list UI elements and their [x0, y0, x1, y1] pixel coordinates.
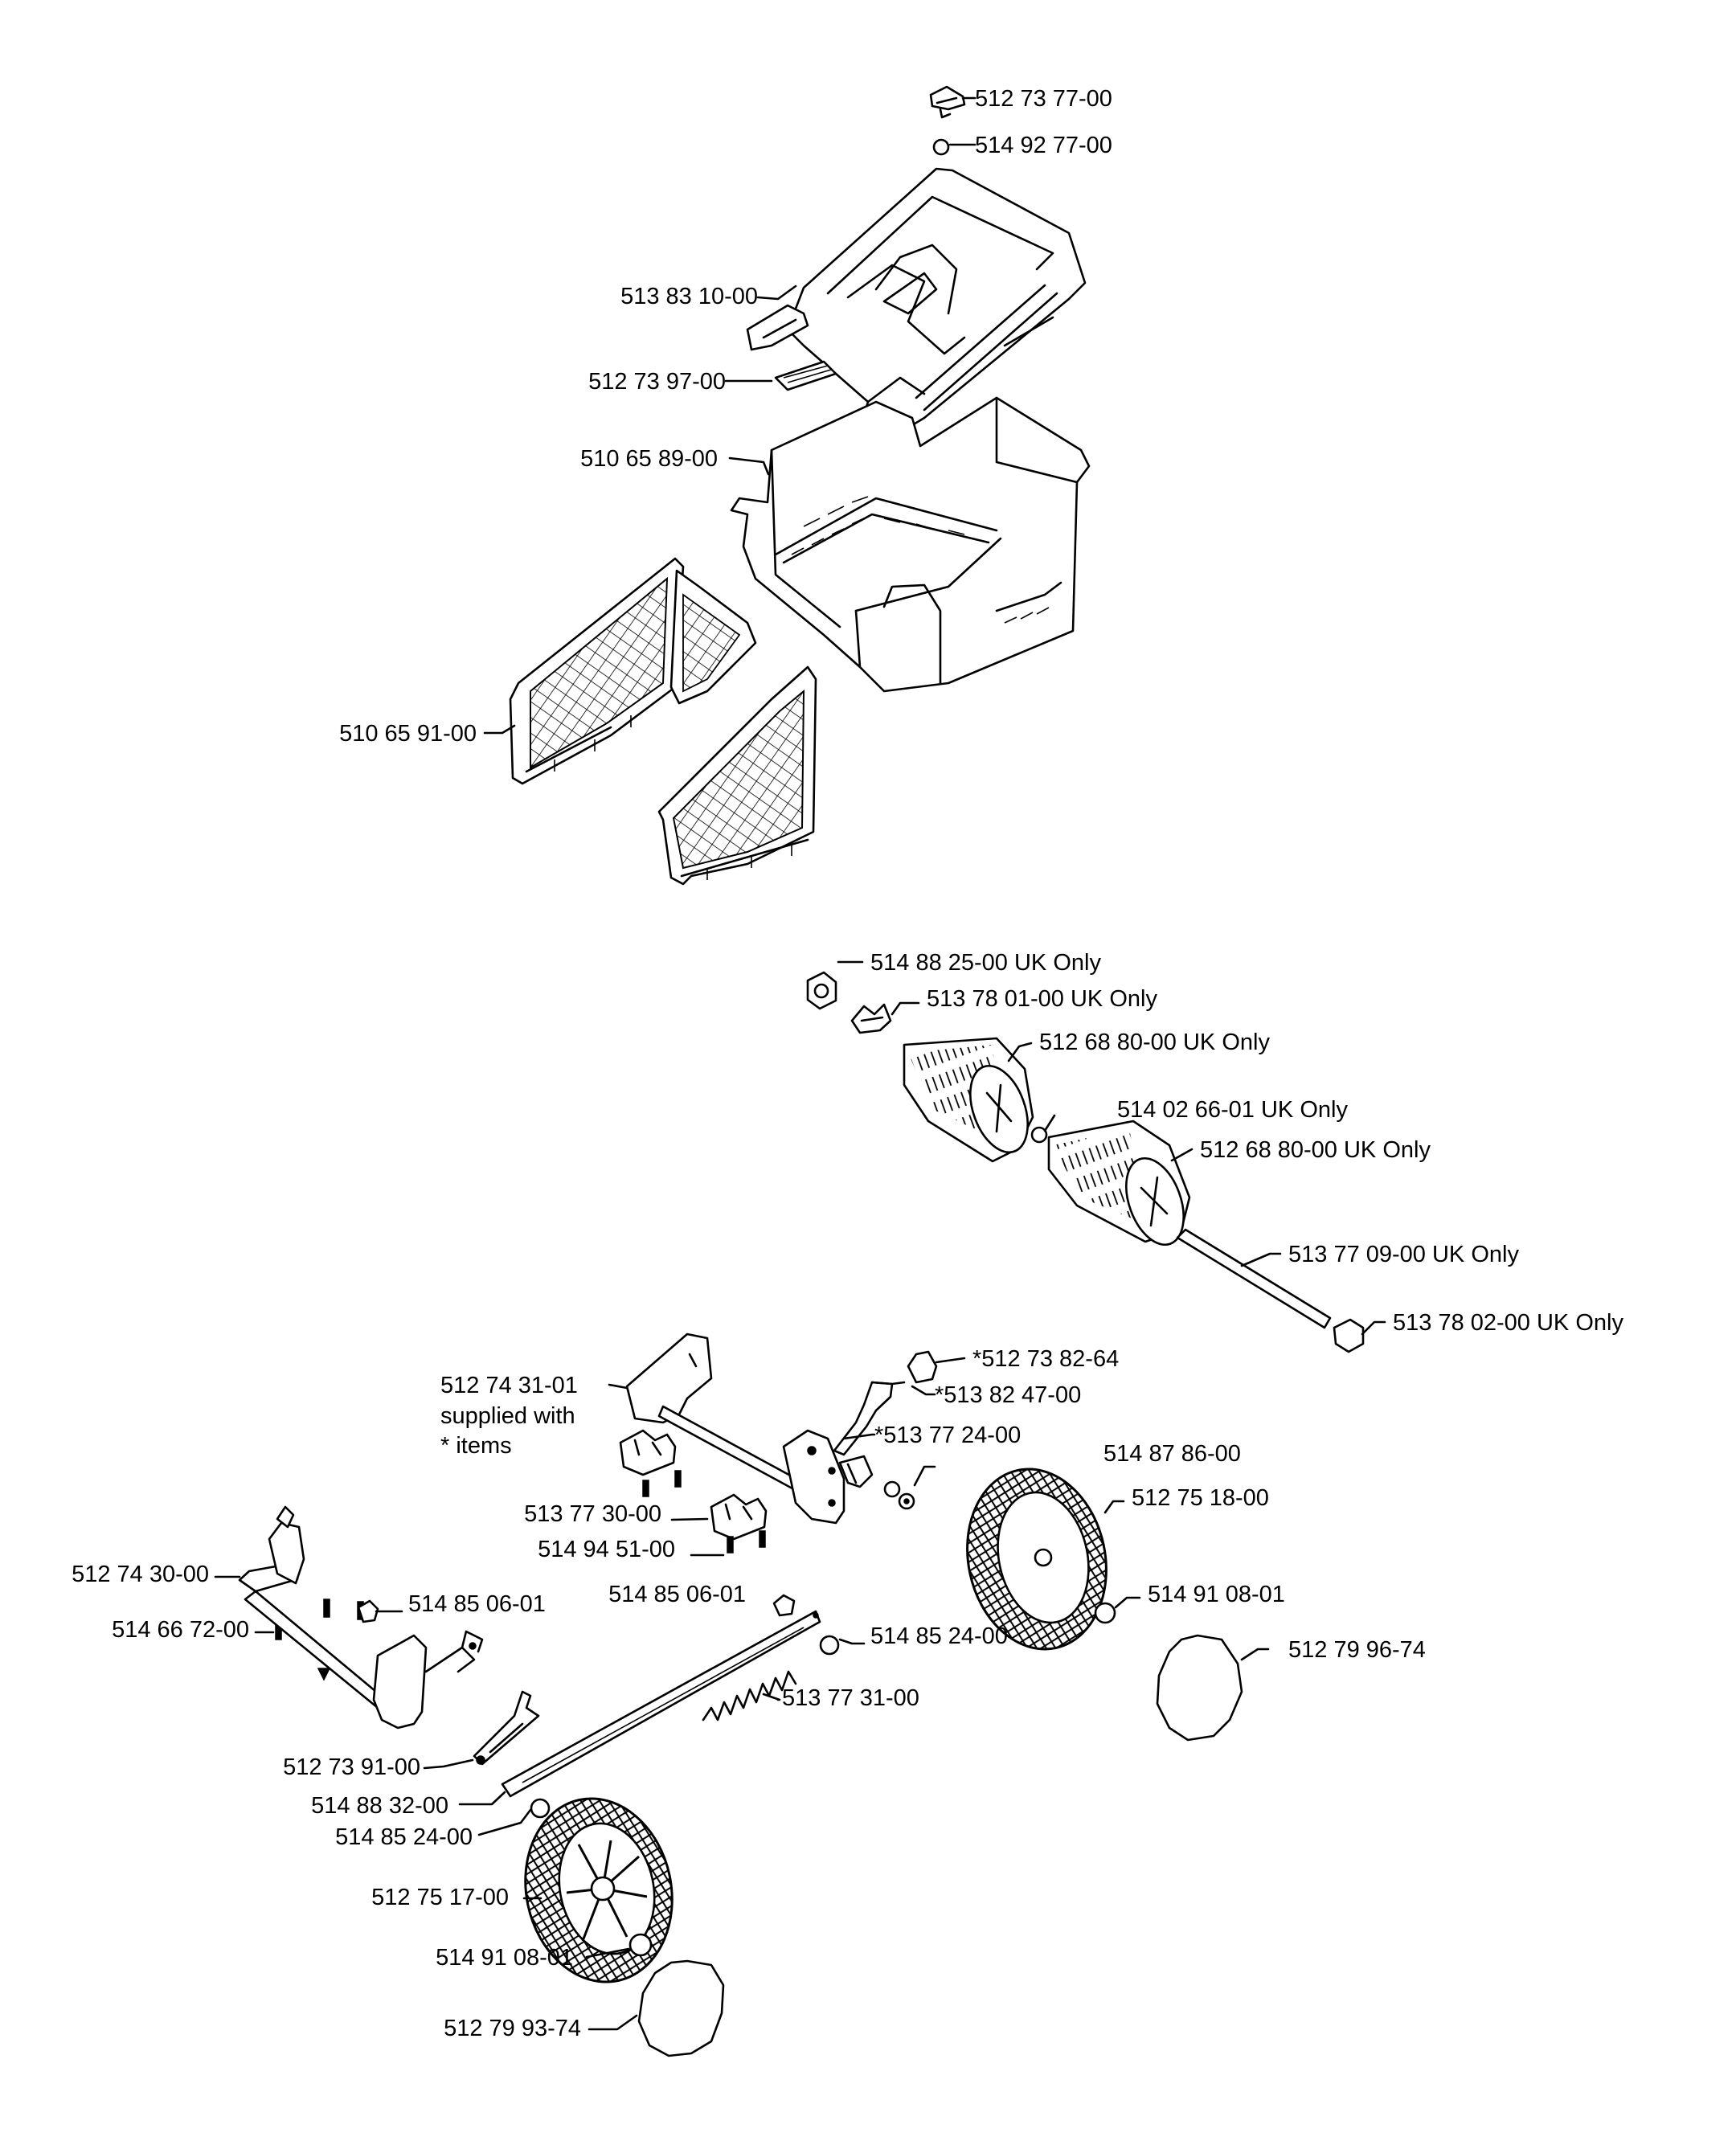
- callout-512-73-97-00: 512 73 97-00: [588, 369, 726, 395]
- bushing-part: [772, 1594, 796, 1617]
- callout-514-92-77-00: 514 92 77-00: [975, 133, 1112, 158]
- callout-512-74-31-01: 512 74 31-01: [440, 1373, 578, 1398]
- front-cap: [628, 1933, 653, 1957]
- callout-512-73-82-64: *512 73 82-64: [972, 1346, 1119, 1372]
- clamp-blocks: [619, 1429, 768, 1541]
- grass-bag-top-cover: [786, 167, 1087, 440]
- axle-bracket: [625, 1332, 845, 1525]
- washers-pair: [883, 1480, 915, 1510]
- rear-cap: [1094, 1602, 1116, 1624]
- callout-items-note: * items: [440, 1433, 512, 1459]
- leader-lines: [214, 96, 1386, 2031]
- callout-513-77-30-00: 513 77 30-00: [524, 1501, 661, 1527]
- front-axle-frame: [238, 1505, 484, 1730]
- screws-set: [275, 1470, 766, 1681]
- callout-513-83-10-00: 513 83 10-00: [620, 284, 758, 309]
- callout-514-02-66-01: 514 02 66-01 UK Only: [1117, 1097, 1348, 1123]
- bracket-clip: [850, 1003, 892, 1034]
- callout-514-88-32-00: 514 88 32-00: [311, 1793, 448, 1819]
- pivot-bushing: [357, 1599, 379, 1623]
- adjuster-bar: [501, 1610, 821, 1798]
- callout-512-74-30-00: 512 74 30-00: [72, 1562, 209, 1587]
- callout-514-85-06-01-right: 514 85 06-01: [608, 1582, 746, 1607]
- roller-axle: [1176, 1228, 1332, 1329]
- label-plate: [774, 360, 837, 391]
- callout-513-82-47-00: *513 82 47-00: [935, 1382, 1081, 1408]
- axle-cap-right: [819, 1635, 840, 1656]
- callout-514-66-72-00: 514 66 72-00: [112, 1617, 249, 1643]
- rear-wheel: [966, 1468, 1108, 1651]
- callout-512-68-80-00-a: 512 68 80-00 UK Only: [1039, 1030, 1270, 1055]
- callout-510-65-91-00: 510 65 91-00: [339, 721, 477, 747]
- axle-nut: [1333, 1318, 1365, 1353]
- spacer-ring: [1030, 1126, 1048, 1144]
- callout-514-88-25-00: 514 88 25-00 UK Only: [870, 950, 1101, 976]
- callout-512-75-18-00: 512 75 18-00: [1132, 1485, 1269, 1511]
- height-lever: [833, 1350, 938, 1488]
- callout-514-91-08-01-right: 514 91 08-01: [1148, 1582, 1285, 1607]
- callout-513-77-09-00: 513 77 09-00 UK Only: [1288, 1242, 1519, 1267]
- nut-part: [806, 971, 837, 1010]
- callout-512-75-17-00: 512 75 17-00: [371, 1885, 509, 1910]
- callout-512-68-80-00-b: 512 68 80-00 UK Only: [1200, 1137, 1431, 1163]
- link-rod: [473, 1690, 540, 1766]
- callout-514-94-51-00: 514 94 51-00: [538, 1537, 675, 1562]
- rear-hubcap: [1156, 1634, 1243, 1742]
- callout-labels: 512 73 77-00 514 92 77-00 513 83 10-00 5…: [72, 86, 1623, 2041]
- roller-drum-2: [1047, 1120, 1191, 1247]
- spring-part: [702, 1670, 797, 1721]
- mesh-side-panels: [509, 557, 817, 886]
- washer-part: [932, 138, 950, 156]
- grass-bag-frame: [730, 396, 1091, 693]
- callout-514-87-86-00: 514 87 86-00: [1103, 1441, 1241, 1467]
- callout-513-78-01-00: 513 78 01-00 UK Only: [927, 986, 1157, 1012]
- callout-513-78-02-00: 513 78 02-00 UK Only: [1393, 1310, 1623, 1336]
- callout-512-73-77-00: 512 73 77-00: [975, 86, 1112, 112]
- callout-514-91-08-01-left: 514 91 08-01: [436, 1945, 573, 1971]
- callout-514-85-24-00-left: 514 85 24-00: [335, 1824, 473, 1850]
- callout-512-73-91-00: 512 73 91-00: [283, 1754, 420, 1780]
- front-axle-cap: [530, 1798, 551, 1819]
- callout-supplied-with: supplied with: [440, 1403, 575, 1429]
- front-hubcap: [637, 1959, 725, 2057]
- handle-grip: [746, 304, 809, 351]
- callout-512-79-93-74: 512 79 93-74: [444, 2016, 581, 2041]
- callout-513-77-31-00: 513 77 31-00: [782, 1685, 919, 1711]
- callout-512-79-96-74: 512 79 96-74: [1288, 1637, 1426, 1663]
- clip-part: [929, 85, 966, 119]
- callout-513-77-24-00: *513 77 24-00: [874, 1423, 1021, 1448]
- roller-drum-1: [903, 1037, 1034, 1163]
- callout-510-65-89-00: 510 65 89-00: [580, 446, 718, 472]
- callout-514-85-06-01-left: 514 85 06-01: [408, 1591, 546, 1617]
- callout-514-85-24-00-right: 514 85 24-00: [870, 1623, 1008, 1649]
